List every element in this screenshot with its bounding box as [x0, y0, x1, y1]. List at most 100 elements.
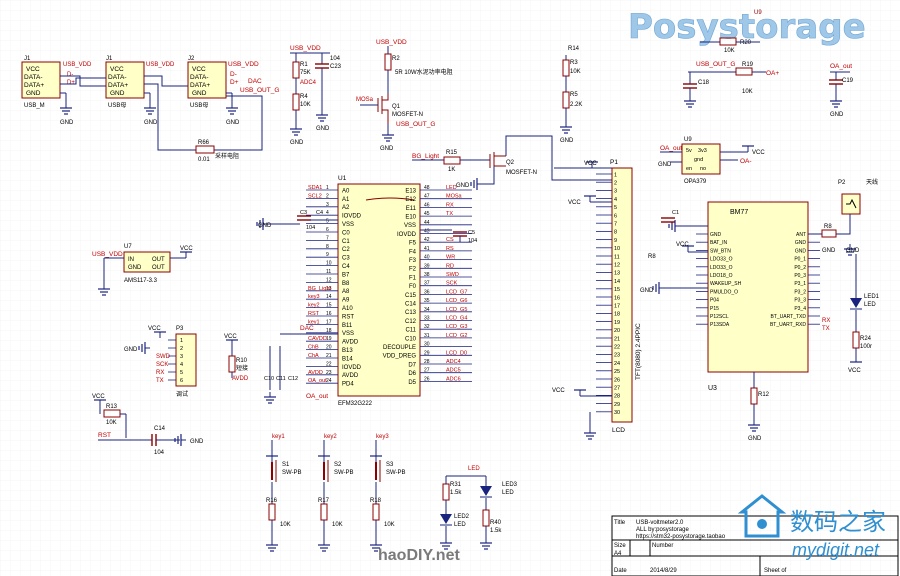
j2-net-vdd: USB_VDD [228, 61, 259, 68]
u1-left-pin-name: A2 [342, 205, 350, 211]
connector-j2: J2 VCC DATA- DATA+ GND USB母 USB_VDD D- D… [187, 56, 279, 126]
u1-left-pin-name: C2 [342, 247, 350, 253]
j2b-pin-dplus: DATA+ [108, 82, 128, 89]
q1-gate-net: MOSa [356, 97, 374, 103]
p1-pin-num: 1 [614, 172, 617, 178]
q2-net-bglight: BG_Light [412, 153, 439, 160]
key-buttons: key1S1SW-PBR1610Kkey2S2SW-PBR1710Kkey3S3… [265, 434, 406, 552]
u3-left-pin-name: LDO33_O [710, 257, 733, 263]
u1-left-pin-num: 10 [326, 261, 332, 267]
p1-pin-num: 11 [614, 254, 620, 260]
r24-ref: R24 [860, 336, 872, 342]
u1-right-net: RD [446, 263, 454, 269]
j2b-ref: J1 [106, 56, 113, 62]
u7-name: AMS117-3.3 [124, 278, 158, 284]
avdd-vcc: VCC [224, 334, 237, 340]
u1-left-pin-name: C1 [342, 239, 350, 245]
r40-ref: R40 [490, 520, 502, 526]
r14-ref: R14 [568, 46, 580, 52]
u1-right-pin-num: 48 [424, 185, 430, 191]
j2-net-dminus: D- [230, 71, 237, 78]
r5-value: 2.2K [570, 102, 582, 108]
p3-pin-num: 1 [180, 338, 183, 344]
c23-ref-a: 104 [330, 56, 341, 62]
key-resistor-value: 10K [332, 522, 343, 528]
u1-left-pin-num: 12 [326, 277, 332, 283]
u1-right-pin-name: E10 [405, 215, 416, 221]
u1-right-net: ADC6 [446, 376, 461, 382]
p1-pin-num: 8 [614, 230, 617, 236]
j2-gnd-label: GND [226, 120, 240, 126]
rst-vcc: VCC [92, 394, 105, 400]
date-value: 2014/8/29 [650, 568, 677, 574]
u9-pin-3v3: 3v3 [698, 148, 707, 154]
q2-ref: Q2 [506, 160, 515, 166]
u3-right-pin-name: P3_1 [794, 281, 806, 287]
u3-left-pin-name: P15 [710, 306, 719, 312]
u1-right-net: RS [446, 246, 454, 252]
u1-left-pin-num: 21 [326, 353, 332, 359]
u1-left-pin-name: B13 [342, 348, 353, 354]
key-switch-body[interactable] [323, 462, 325, 480]
r5-ref: R5 [570, 92, 578, 98]
u3-right-pin-name: ANT [796, 232, 806, 238]
p1-pin-num: 28 [614, 394, 620, 400]
u1-left-pin-num: 19 [326, 336, 332, 342]
u1-right-pin-name: F3 [409, 258, 417, 264]
usb-wires [60, 75, 263, 151]
p3-sck: SCK [156, 362, 168, 368]
cap-c12: C12 [288, 376, 298, 382]
u1-right-pin-num: 38 [424, 272, 430, 278]
j1-pin-dminus: DATA- [24, 74, 43, 81]
status-leds: LED R31 1.5k LED2 LED LED3 LED R40 1.5k [439, 466, 518, 550]
u1-left-net: key1 [308, 319, 320, 325]
j2-pin-dplus: DATA+ [190, 82, 210, 89]
u9-pin-en: en [686, 166, 692, 172]
r12-gnd: GND [748, 436, 762, 442]
lcd-connector-p1: P1 LCD TFT(8080) 2.4PPIC 123456789101112… [552, 159, 642, 440]
u3-right-pin-name: P3_4 [794, 306, 806, 312]
u1-right-net: RX [446, 202, 454, 208]
brand-watermark: Posystorage [628, 7, 866, 47]
load-r2-q1: USB_VDD R2 5R 10W水泥功率电阻 MOSa Q1 MOSFET-N… [356, 39, 453, 152]
j1-net-dplus: D+ [67, 80, 75, 86]
u1-left-pin-name: B8 [342, 281, 350, 287]
c3-ref: C3 [300, 210, 307, 216]
site-logo: 数码之家 mydigit.net [737, 494, 886, 560]
j1-ref: J1 [24, 56, 31, 62]
divider-r1-r4: USB_VDD R1 75K ADC4 R4 10K GND 104 C23 G… [289, 45, 342, 146]
q1-type: MOSFET-N [392, 112, 423, 118]
u3-right-pin-name: P3_3 [794, 298, 806, 304]
u9-net-oaminus: OA- [740, 158, 752, 165]
r31-value: 1.5k [450, 490, 462, 496]
key-switch-body[interactable] [271, 462, 273, 480]
u3-left-pin-name: LDO18_O [710, 273, 733, 279]
q1-ref: Q1 [392, 104, 401, 110]
u1-right-pin-num: 44 [424, 220, 430, 226]
u1-left-pin-num: 13 [326, 286, 332, 292]
u1-left-pin-name: B14 [342, 356, 353, 362]
u3-left-pin-name: PMULDO_O [710, 289, 738, 295]
u1-right-pin-name: D5 [408, 380, 416, 386]
u1-left-pin-name: PD4 [342, 382, 354, 388]
j2-pin-vcc: VCC [192, 66, 206, 73]
p3-swd: SWD [156, 354, 171, 360]
r20-ref: R20 [740, 40, 752, 46]
mcu-decoupling: GND C3 104 C4 C5 104 [256, 210, 477, 244]
j1-gnd-label: GND [60, 120, 74, 126]
c14-ref: C14 [154, 426, 166, 432]
u3-left-pin-name: SW_BTN [710, 248, 731, 254]
r1-value: 75K [300, 70, 311, 76]
led-net: LED [468, 466, 480, 472]
r3-ref: R3 [570, 60, 578, 66]
r5-gnd: GND [560, 138, 574, 144]
r4-value: 10K [300, 102, 311, 108]
p1-vcc: VCC [568, 200, 581, 206]
u1-left-pin-num: 5 [326, 219, 329, 225]
key-switch-body[interactable] [375, 462, 377, 480]
p1-type: TFT(8080) 2.4PPIC [635, 323, 642, 380]
u1-left-net: key3 [308, 294, 320, 300]
u1-right-net: SWD [446, 272, 459, 278]
analog-supply: VCC R10 短接 AVDD DAC OA_out C10 C11 C12 [224, 325, 338, 404]
